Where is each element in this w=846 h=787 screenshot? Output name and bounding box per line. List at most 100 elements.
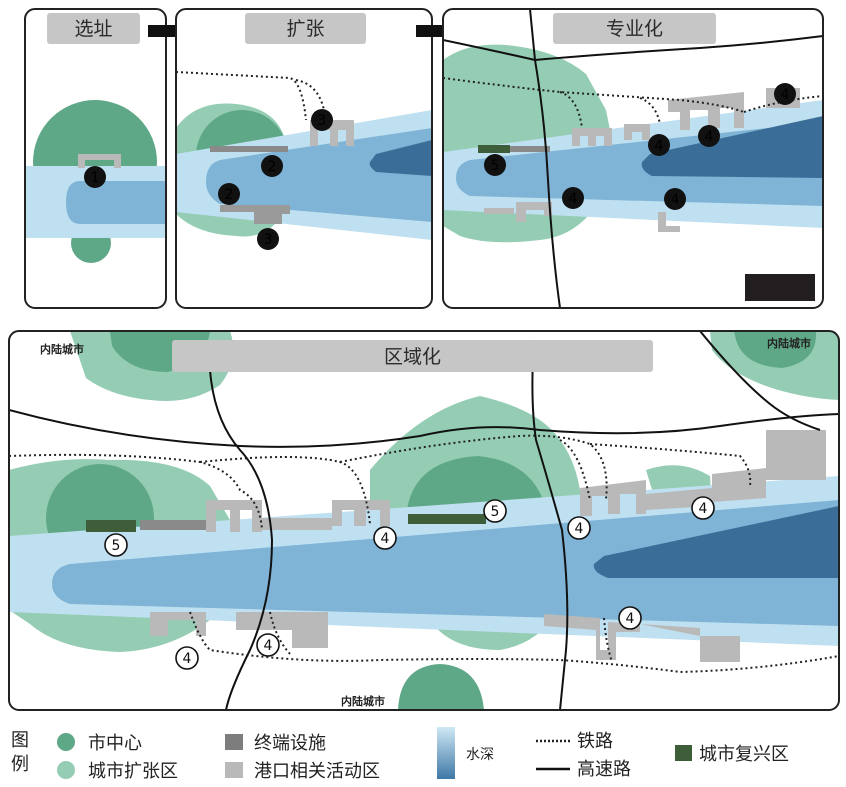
svg-text:3: 3	[264, 232, 273, 248]
river-channel	[52, 500, 839, 626]
highway	[699, 331, 821, 431]
port-activity-zone	[206, 500, 262, 532]
svg-text:5: 5	[491, 504, 500, 520]
deep-channel	[369, 140, 432, 176]
highway	[443, 35, 823, 62]
port-activity-zone	[292, 612, 328, 648]
svg-text:4: 4	[699, 501, 708, 517]
railway	[269, 611, 293, 657]
railway	[295, 79, 325, 111]
legend-city-expansion-swatch	[57, 761, 75, 779]
port-activity-zone	[332, 500, 390, 526]
marker-4: 4	[774, 83, 796, 105]
marker-5: 5	[104, 533, 128, 557]
port-activity-zone	[712, 468, 766, 502]
marker-5: 5	[484, 154, 506, 176]
stage-3-panel	[443, 9, 823, 308]
port-activity-zone	[766, 430, 826, 480]
svg-text:3: 3	[318, 113, 327, 129]
svg-text:4: 4	[781, 87, 790, 103]
marker-3: 3	[311, 109, 333, 131]
legend-highway: 高速路	[577, 759, 631, 780]
svg-text:选址: 选址	[74, 18, 112, 40]
legend-port-activity: 港口相关活动区	[254, 761, 380, 782]
svg-text:4: 4	[264, 638, 273, 654]
marker-2: 2	[261, 155, 283, 177]
terminal	[220, 205, 290, 224]
city-center	[398, 664, 484, 710]
legend-port-activity-swatch	[225, 762, 243, 778]
stage-2-title: 扩张	[245, 13, 366, 44]
marker-4: 4	[618, 606, 642, 630]
port-activity-zone	[640, 624, 740, 662]
port-activity-zone	[658, 212, 680, 232]
highway	[529, 9, 536, 61]
marker-4: 4	[567, 516, 591, 540]
legend-title: 图例	[11, 730, 29, 775]
stage-4-border	[8, 330, 840, 711]
port-activity-zone	[624, 124, 650, 140]
railway	[199, 456, 371, 525]
legend-terminal-swatch	[225, 734, 243, 750]
river-channel	[66, 181, 166, 224]
svg-text:区域化: 区域化	[384, 346, 441, 368]
marker-4: 4	[562, 187, 584, 209]
scale-bar	[745, 274, 815, 301]
marker-2: 2	[218, 183, 240, 205]
stage-2-border	[175, 8, 433, 309]
legend-city-expansion: 城市扩张区	[88, 761, 178, 782]
legend-urban-revival: 城市复兴区	[699, 744, 789, 765]
inland-city-label: 内陆城市	[40, 342, 84, 356]
svg-text:4: 4	[381, 531, 390, 547]
legend: 图例 市中心 城市扩张区 终端设施 港口相关活动区 水深 铁路 高速路 城市复兴…	[11, 727, 789, 782]
urban-revival-zone	[408, 514, 486, 524]
legend-urban-revival-swatch	[675, 745, 692, 761]
port-activity-zone	[484, 208, 514, 214]
svg-text:5: 5	[491, 158, 500, 174]
legend-railway: 铁路	[577, 731, 613, 752]
marker-3: 3	[257, 228, 279, 250]
svg-text:4: 4	[655, 138, 664, 154]
svg-text:2: 2	[268, 159, 277, 175]
deep-channel	[641, 116, 823, 178]
inland-city-label: 内陆城市	[341, 694, 385, 708]
stage-3-title: 专业化	[553, 13, 716, 44]
marker-4: 4	[664, 188, 686, 210]
svg-text:4: 4	[626, 611, 635, 627]
port-activity-zone	[572, 128, 612, 146]
railway	[603, 617, 613, 663]
marker-4: 4	[691, 496, 715, 520]
marker-1: 1	[84, 166, 106, 188]
city-center	[734, 331, 817, 368]
stage-1-panel	[25, 9, 166, 308]
marker-4: 4	[698, 125, 720, 147]
svg-text:2: 2	[225, 187, 234, 203]
river-channel	[206, 128, 432, 222]
stage-2-panel	[176, 9, 432, 308]
railway	[189, 611, 839, 674]
terminal	[210, 146, 288, 152]
stage-3-border	[442, 8, 824, 309]
port-activity-zone	[262, 518, 332, 530]
inland-city-label: 内陆城市	[767, 336, 811, 350]
marker-4: 4	[648, 134, 670, 156]
port-activity-zone	[516, 202, 552, 222]
svg-text:4: 4	[575, 521, 584, 537]
marker-4: 4	[175, 646, 199, 670]
highway	[531, 339, 569, 710]
stage-4-panel	[9, 331, 839, 710]
svg-text:4: 4	[183, 651, 192, 667]
svg-text:专业化: 专业化	[606, 18, 663, 40]
svg-text:4: 4	[671, 192, 680, 208]
railway	[639, 97, 661, 125]
railway	[559, 439, 591, 501]
highway	[9, 409, 839, 448]
highway	[534, 59, 561, 308]
urban-revival-zone	[478, 145, 510, 153]
marker-5: 5	[483, 499, 507, 523]
terminal	[78, 154, 121, 168]
port-activity-zone	[580, 480, 646, 516]
urban-revival-zone	[86, 520, 136, 532]
legend-city-center-swatch	[57, 733, 75, 751]
highway	[209, 369, 274, 710]
